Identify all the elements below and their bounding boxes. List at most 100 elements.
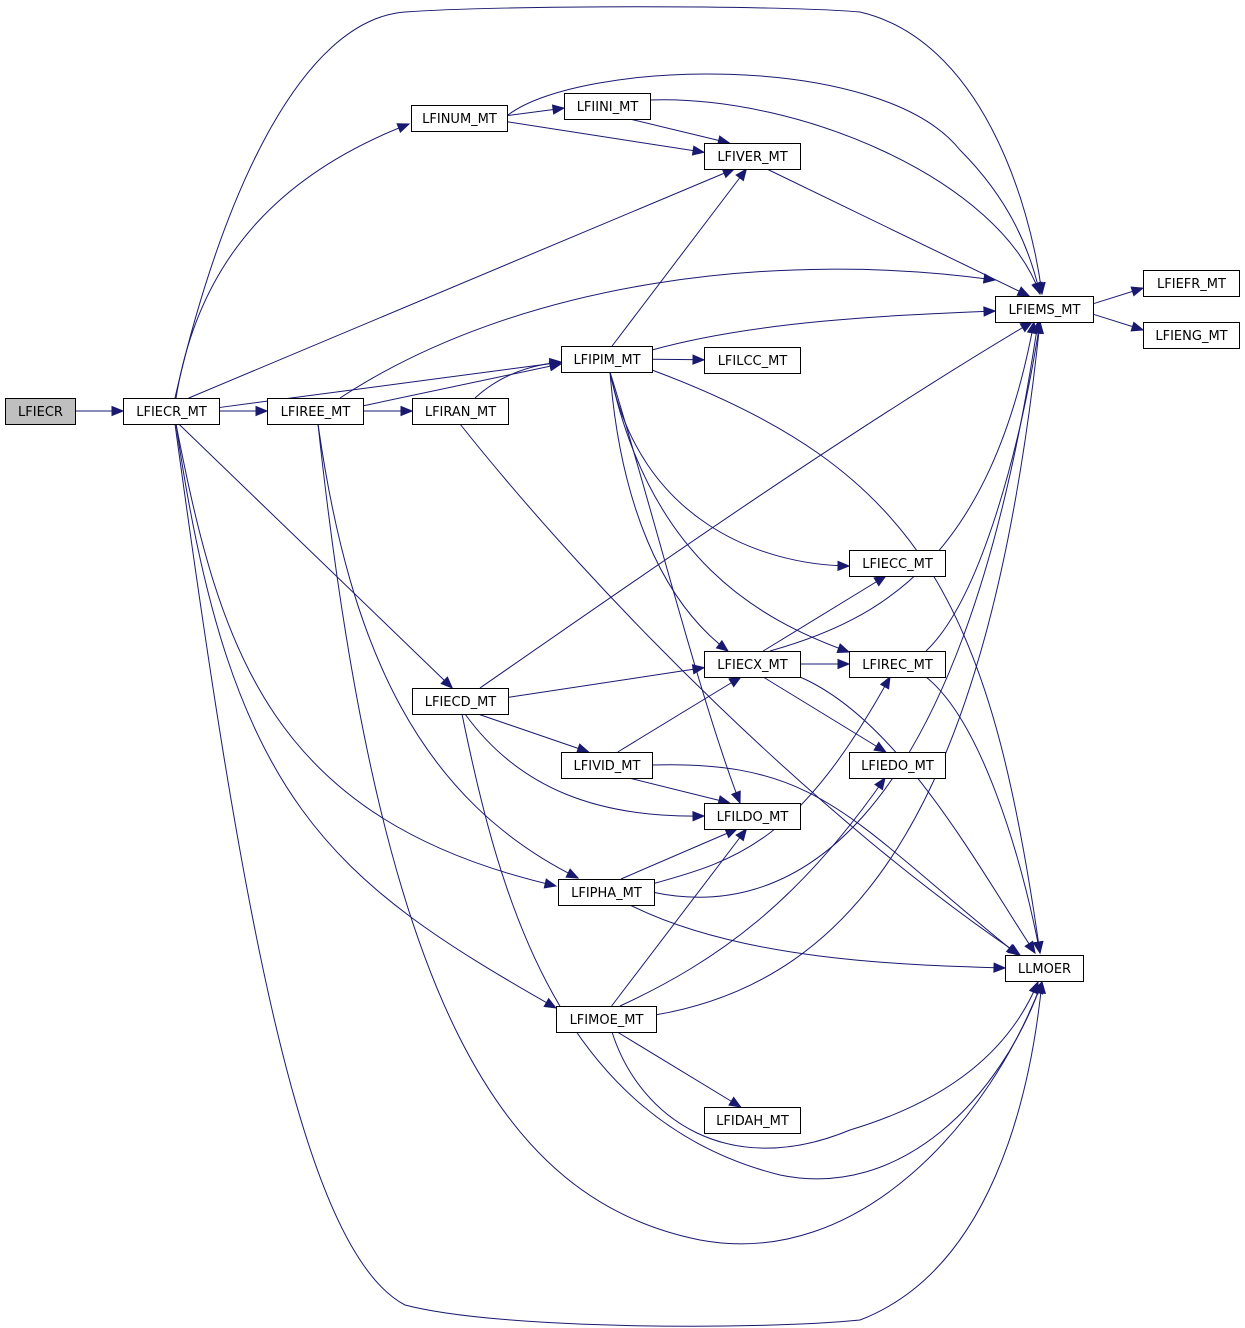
node-lfimoe-mt[interactable]: LFIMOE_MT [556,1006,657,1033]
node-label: LFIVER_MT [717,150,787,165]
edge-line [651,764,1019,956]
arrowhead [1130,321,1145,332]
edge-line [925,321,1041,652]
node-lfiecr-mt[interactable]: LFIECR_MT [123,398,220,425]
edge-line [175,423,557,1009]
arrowhead [1031,281,1042,296]
node-box [412,688,509,715]
edge-line [651,310,996,351]
edge-line [628,777,730,804]
arrowhead [111,405,125,417]
edge-lfiecr_mt-to-lfipha_mt [175,423,558,889]
node-label: LFILDO_MT [717,810,789,825]
arrowhead [730,790,741,805]
node-box [704,651,801,678]
nodes-layer: LFIECR LFIECR_MT LFINUM_MT LFIINI_MT LFIVER_… [5,93,1240,1134]
arrowhead [715,639,730,652]
edge-lfiecd_mt-to-lfiems_mt [479,321,1034,689]
node-lfiecc-mt[interactable]: LFIECC_MT [849,550,946,577]
edge-lfirec_mt-to-lfiems_mt [925,320,1044,652]
node-lfiecr[interactable]: LFIECR [5,398,76,425]
edge-line [362,363,562,407]
edge-lfimoe_mt-to-llmoer [611,980,1039,1149]
node-box [704,347,801,374]
edge-line [620,828,738,880]
edge-lfinum_mt-to-lfiini_mt [506,104,566,117]
edge-line [609,371,741,804]
node-label: LFIENG_MT [1155,329,1227,344]
arrowhead [691,145,706,156]
edge-lfivid_mt-to-lfiecx_mt [617,676,742,753]
edge-lfipim_mt-to-lfiecx_mt [609,371,730,652]
node-lfiini-mt[interactable]: LFIINI_MT [564,93,651,120]
node-lfiems-mt[interactable]: LFIEMS_MT [995,296,1094,323]
node-lfivid-mt[interactable]: LFIVID_MT [561,752,653,779]
arrowhead [1130,286,1145,297]
node-label: LFIMOE_MT [570,1013,644,1028]
edge-lfiecr_mt-to-lfinum_mt [175,123,411,399]
node-lfirec-mt[interactable]: LFIREC_MT [849,651,946,678]
node-lfieng-mt[interactable]: LFIENG_MT [1143,322,1240,349]
edge-line [649,99,1041,295]
node-box [564,93,651,120]
edge-lfinum_mt-to-lfiver_mt [506,121,706,156]
arrowhead [1028,980,1039,995]
edge-lfiree_mt-to-llmoer [317,423,1043,1245]
node-lfiran-mt[interactable]: LFIRAN_MT [412,398,509,425]
node-lfinum-mt[interactable]: LFINUM_MT [411,105,508,132]
node-label: LFIRAN_MT [425,405,496,420]
arrowhead [543,878,558,889]
edge-lfimoe_mt-to-lfidah_mt [617,1031,742,1108]
edge-lfiran_mt-to-lfipim_mt [474,357,563,399]
node-lfildo-mt[interactable]: LFILDO_MT [704,803,801,830]
node-lfiecd-mt[interactable]: LFIECD_MT [412,688,509,715]
node-label: LFIVID_MT [574,759,641,774]
edge-lfipim_mt-to-lfirec_mt [609,371,851,654]
arrowhead [396,123,411,134]
node-llmoer[interactable]: LLMOER [1005,955,1084,982]
node-lfipim-mt[interactable]: LFIPIM_MT [561,346,653,373]
edge-line [609,371,729,652]
edge-lfiree_mt-to-lfiems_mt [339,268,997,399]
node-lfiefr-mt[interactable]: LFIEFR_MT [1143,270,1240,297]
node-lfiecx-mt[interactable]: LFIECX_MT [704,651,801,678]
edge-lfiecx_mt-to-lfiems_mt [769,320,1038,652]
edge-lfiems_mt-to-lfieng_mt [1092,313,1145,332]
node-box [704,1107,801,1134]
edge-line [617,676,742,753]
node-lfiree-mt[interactable]: LFIREE_MT [267,398,364,425]
node-label: LLMOER [1018,962,1071,977]
edge-line [611,168,747,347]
edge-line [317,423,1043,1245]
edge-lfiree_mt-to-lfipha_mt [317,423,580,879]
edge-lfiini_mt-to-lfiver_mt [629,118,731,146]
edge-lfiecx_mt-to-llmoer [799,676,1036,955]
arrowhead [691,664,706,675]
arrowhead [836,643,851,654]
edge-lfipim_mt-to-lfiems_mt [651,306,997,351]
node-box [411,105,508,132]
edge-lfiini_mt-to-lfiems_mt [649,99,1042,296]
node-lfiver-mt[interactable]: LFIVER_MT [704,143,801,170]
node-lfipha-mt[interactable]: LFIPHA_MT [558,879,655,906]
edge-line [464,713,705,817]
node-label: LFIREE_MT [281,405,351,420]
node-lfidah-mt[interactable]: LFIDAH_MT [704,1107,801,1134]
node-lfiedo-mt[interactable]: LFIEDO_MT [849,752,946,779]
arrowhead [565,868,580,879]
edge-lfiecr_mt-to-lfiecd_mt [178,423,454,689]
arrowhead [1016,286,1031,297]
node-label: LFIECX_MT [717,658,787,673]
node-box [849,550,946,577]
edge-line [609,371,850,653]
node-label: LFIEDO_MT [861,759,934,774]
node-lfilcc-mt[interactable]: LFILCC_MT [704,347,801,374]
edge-line [629,118,730,144]
arrowhead [873,741,887,753]
arrowhead [837,658,851,670]
edge-line [654,321,1041,1016]
edge-line [479,321,1033,689]
node-box [412,398,509,425]
edge-line [506,121,705,153]
arrowhead [879,675,891,690]
